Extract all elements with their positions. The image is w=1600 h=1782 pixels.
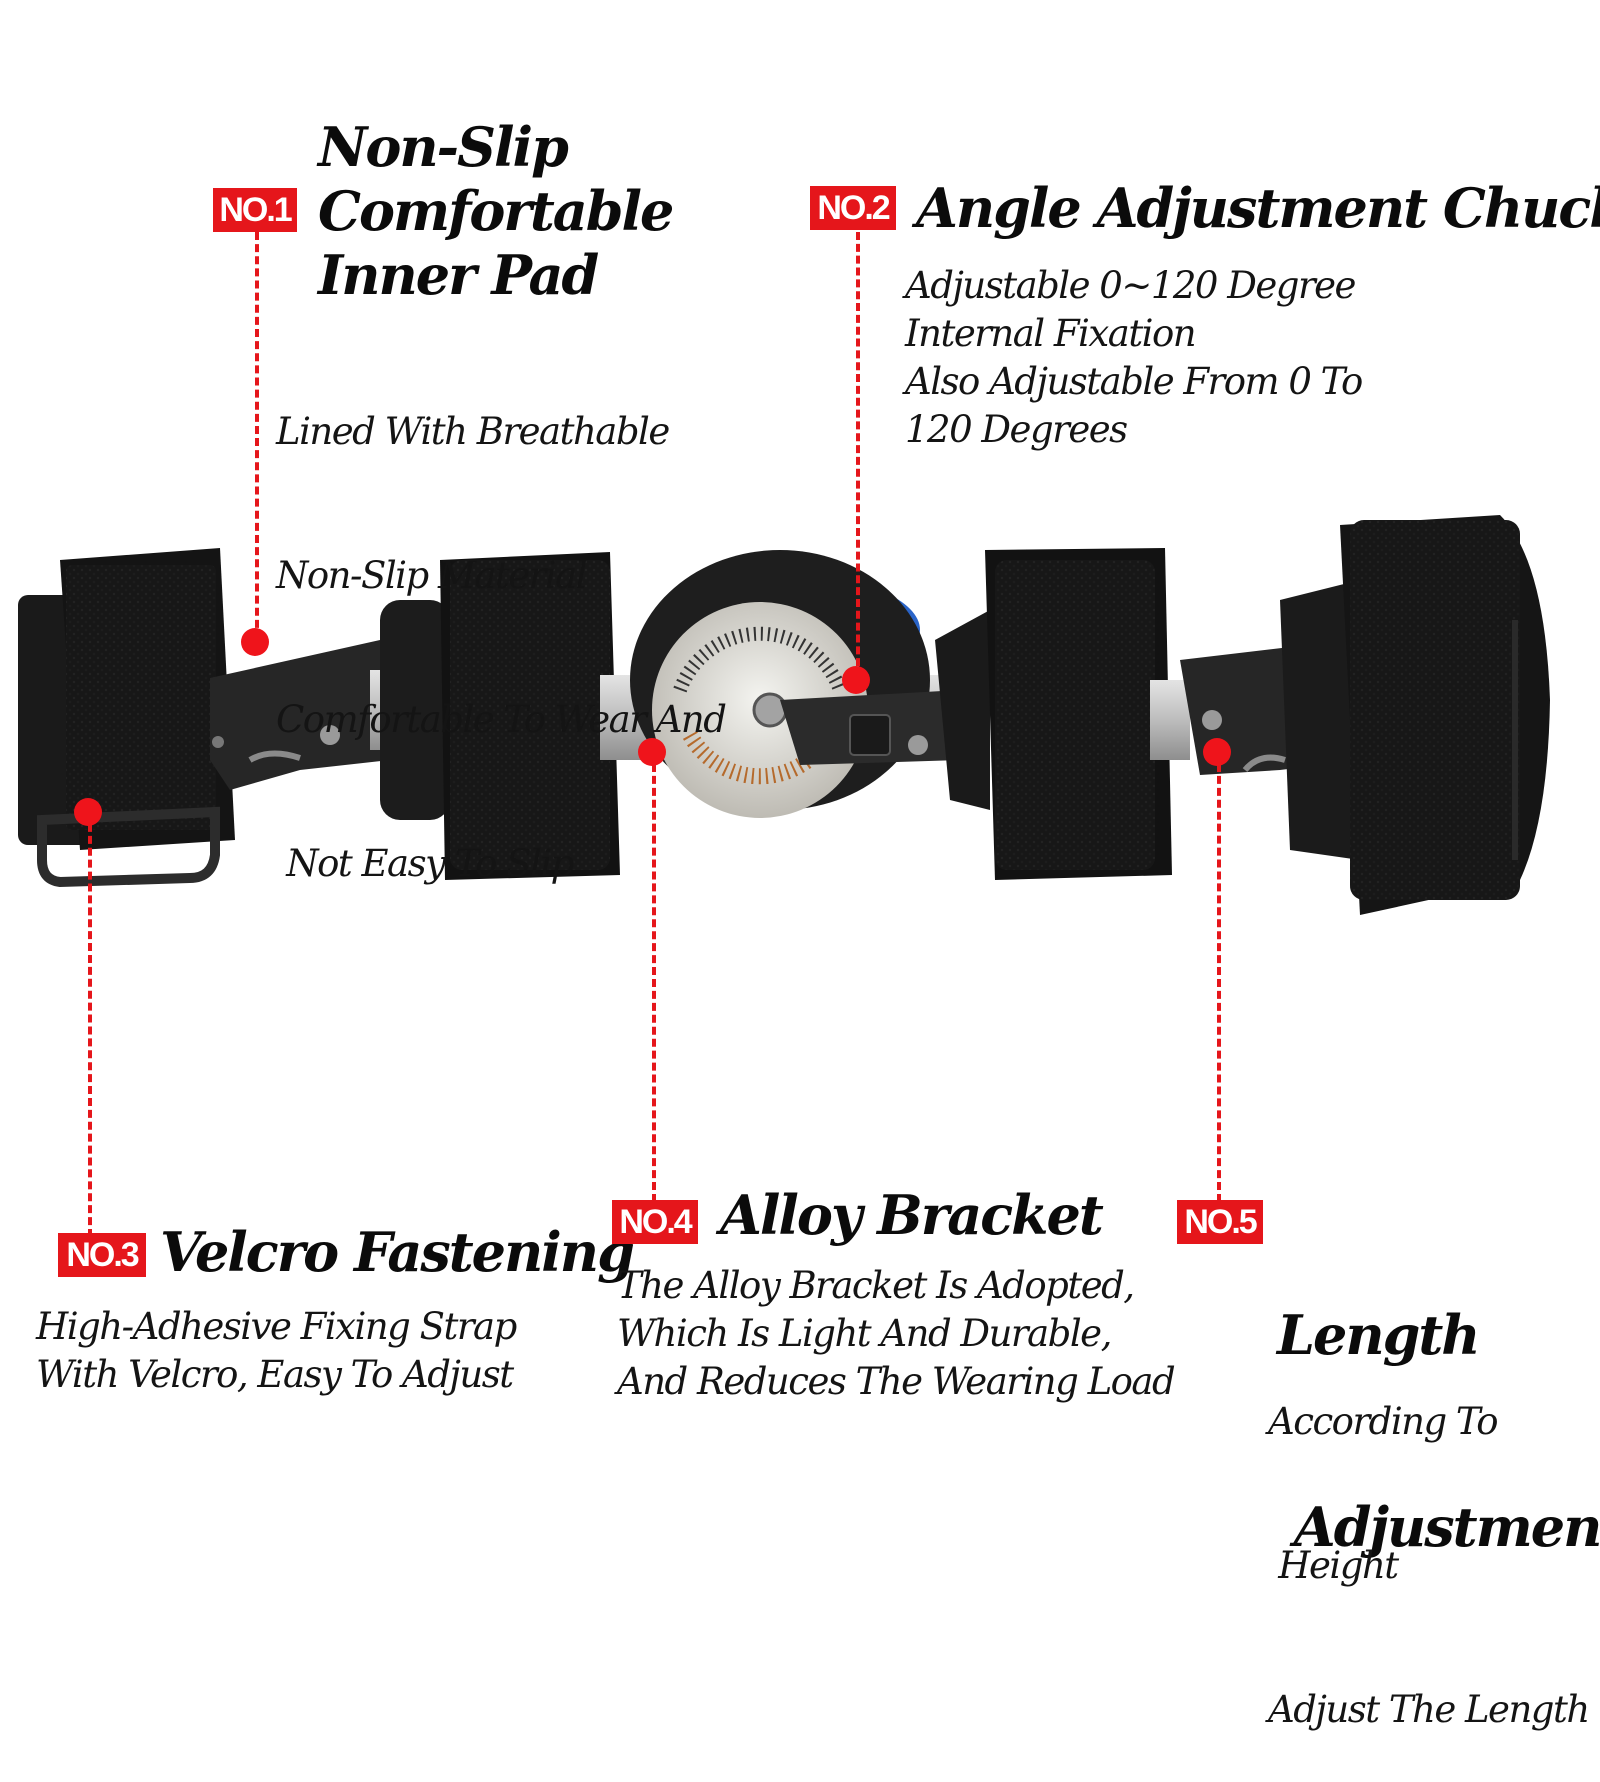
feature-4-title: Alloy Bracket [720,1183,1104,1247]
badge-no1: NO.1 [213,188,297,232]
leader-line-4 [652,752,656,1202]
badge-no5: NO.5 [1177,1200,1263,1244]
title-line: Adjustment [1277,1495,1600,1559]
desc-line: Lined With Breathable [276,410,670,453]
feature-3-description: High-Adhesive Fixing Strap With Velcro, … [36,1303,517,1399]
desc-line: Adjustable 0~120 Degree [905,264,1356,307]
feature-1-title: Non-Slip Comfortable Inner Pad [318,115,674,307]
desc-line: The Alloy Bracket Is Adopted, [617,1264,1135,1307]
title-line: Velcro Fastening [160,1220,635,1284]
feature-1-description: Lined With Breathable Non-Slip Material … [276,312,727,936]
badge-no4: NO.4 [612,1200,698,1244]
badge-no3: NO.3 [58,1233,146,1277]
callout-dot-3 [74,798,102,826]
callout-dot-5 [1203,738,1231,766]
leader-line-3 [88,812,92,1237]
desc-line: High-Adhesive Fixing Strap [36,1305,517,1348]
desc-line: Adjust The Length [1268,1688,1590,1731]
knee-brace-image [18,515,1550,915]
feature-3-title: Velcro Fastening [160,1220,635,1284]
right-inner-cuff [935,548,1172,880]
desc-line: With Velcro, Easy To Adjust [36,1353,514,1396]
title-line: Comfortable [318,179,674,243]
desc-line: According To [1268,1400,1499,1443]
feature-4-description: The Alloy Bracket Is Adopted, Which Is L… [617,1262,1176,1406]
feature-2-title: Angle Adjustment Chuck [916,176,1600,240]
desc-line: And Reduces The Wearing Load [617,1360,1176,1403]
desc-line: Comfortable To Wear And [276,698,727,741]
feature-2-description: Adjustable 0~120 Degree Internal Fixatio… [905,262,1363,454]
desc-line: Height [1268,1544,1399,1587]
title-line: Alloy Bracket [720,1183,1104,1247]
callout-dot-2 [842,666,870,694]
feature-5-description: According To Height Adjust The Length [1268,1302,1590,1782]
title-line: Angle Adjustment Chuck [916,176,1600,240]
feature-5-title: Length Adjustment [1277,1175,1600,1623]
right-end-strap [1280,515,1550,915]
desc-line: Which Is Light And Durable, [617,1312,1112,1355]
callout-dot-1 [241,628,269,656]
desc-line: Not Easy To Slip [276,842,574,885]
leader-line-2 [856,232,860,678]
title-line: Non-Slip [318,115,569,179]
desc-line: Also Adjustable From 0 To [905,360,1363,403]
callout-dot-4 [638,738,666,766]
desc-line: 120 Degrees [905,408,1128,451]
angle-dial-hinge [630,550,960,818]
title-line: Length [1277,1303,1481,1367]
desc-line: Internal Fixation [905,312,1197,355]
left-end-strap [18,548,235,888]
badge-no2: NO.2 [810,186,896,230]
leader-line-1 [255,232,259,640]
left-inner-cuff [380,552,620,880]
desc-line: Non-Slip Material [276,554,588,597]
title-line: Inner Pad [318,243,599,307]
leader-line-5 [1217,752,1221,1202]
